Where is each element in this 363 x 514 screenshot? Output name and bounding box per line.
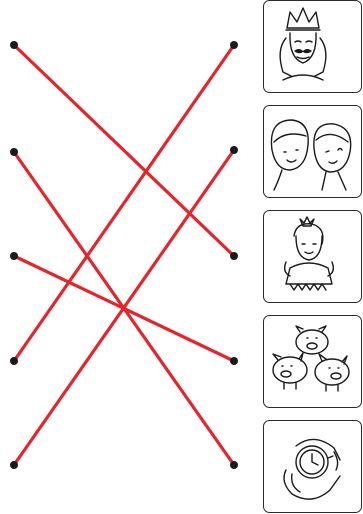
left-dot-4[interactable] bbox=[10, 357, 18, 365]
match-line-4-to-1 bbox=[14, 45, 234, 361]
right-dot-5[interactable] bbox=[230, 461, 238, 469]
right-dot-2[interactable] bbox=[230, 146, 238, 154]
picture-card-princess[interactable] bbox=[264, 211, 362, 303]
picture-card-wristwatch[interactable] bbox=[264, 421, 362, 513]
picture-card-three-pigs[interactable] bbox=[264, 316, 362, 408]
right-dot-3[interactable] bbox=[230, 252, 238, 260]
match-line-1-to-3 bbox=[14, 45, 234, 256]
picture-card-king[interactable] bbox=[264, 1, 362, 93]
left-dot-5[interactable] bbox=[10, 461, 18, 469]
left-dot-2[interactable] bbox=[10, 148, 18, 156]
picture-card-boy-and-girl[interactable] bbox=[264, 106, 362, 198]
left-dot-1[interactable] bbox=[10, 41, 18, 49]
right-dot-1[interactable] bbox=[230, 41, 238, 49]
connection-dots bbox=[10, 41, 238, 469]
left-dot-3[interactable] bbox=[10, 252, 18, 260]
right-dot-4[interactable] bbox=[230, 357, 238, 365]
connection-lines bbox=[14, 45, 234, 465]
